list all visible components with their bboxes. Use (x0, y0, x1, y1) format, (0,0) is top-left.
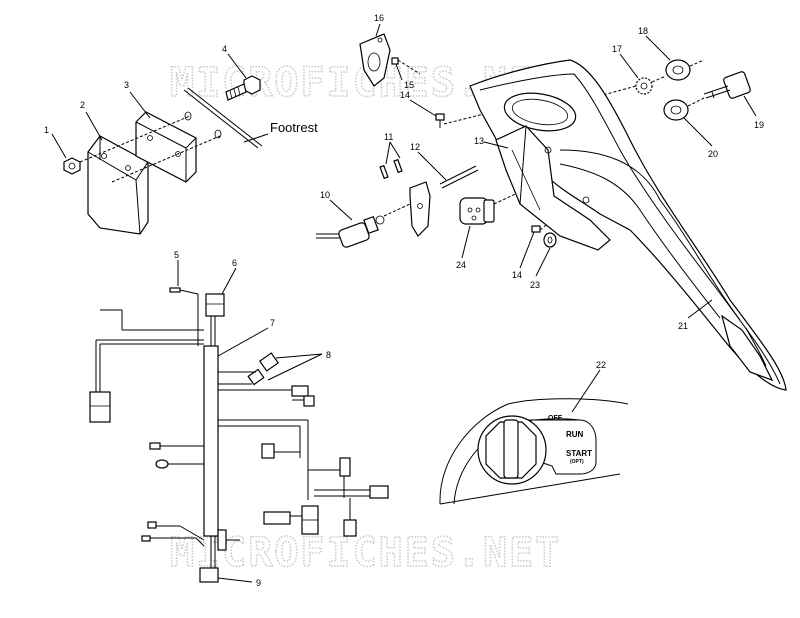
callout-1: 1 (44, 125, 49, 135)
callouts: 1 2 3 4 5 6 7 8 9 10 11 12 13 14 14 15 1… (44, 13, 764, 588)
switch-part-24 (459, 189, 525, 225)
lockwasher-part-17 (635, 77, 653, 95)
footrest-label: Footrest (270, 120, 318, 135)
callout-13: 13 (474, 136, 484, 146)
nut-part-18 (665, 59, 691, 81)
callout-24: 24 (456, 260, 466, 270)
left-connector (89, 391, 111, 423)
callout-22: 22 (596, 360, 606, 370)
callout-20: 20 (708, 149, 718, 159)
callout-12: 12 (410, 142, 420, 152)
callout-6: 6 (232, 258, 237, 268)
switch-off-label: OFF (548, 415, 563, 422)
wiring-harness (89, 287, 389, 583)
callout-23: 23 (530, 280, 540, 290)
callout-7: 7 (270, 318, 275, 328)
screw-part-15 (391, 57, 399, 65)
lever-part-11 (409, 181, 431, 237)
callout-17: 17 (612, 44, 622, 54)
callout-5: 5 (174, 250, 179, 260)
callout-19: 19 (754, 120, 764, 130)
switch-components (316, 33, 751, 248)
panel-part-13 (495, 125, 611, 251)
connector-part-6 (205, 293, 225, 317)
harness-part-7 (203, 345, 219, 537)
callout-10: 10 (320, 190, 330, 200)
ring-part-20 (663, 99, 689, 121)
ignition-panel-part-22 (439, 398, 629, 505)
bracket-part-16 (359, 33, 391, 87)
washer-part-23 (543, 232, 557, 248)
switch-run-label: RUN (566, 430, 584, 439)
callout-11: 11 (384, 132, 393, 142)
callout-9: 9 (256, 578, 261, 588)
screw-part-14a (435, 109, 501, 128)
callout-14a: 14 (400, 90, 410, 100)
callout-18: 18 (638, 26, 648, 36)
callout-4: 4 (222, 44, 227, 54)
connector-part-8b (291, 385, 309, 397)
switch-start-label: START (566, 449, 592, 458)
callout-3: 3 (124, 80, 129, 90)
terminal-part-5 (169, 287, 181, 293)
callout-21: 21 (678, 321, 688, 331)
watermark-bottom: MICROFICHES.NET (170, 530, 561, 576)
callout-2: 2 (80, 100, 85, 110)
leader-lines (51, 23, 757, 583)
switch-opt-label: (OPT) (570, 459, 584, 465)
callout-8: 8 (326, 350, 331, 360)
callout-14b: 14 (512, 270, 522, 280)
connector-part-8a (258, 352, 280, 372)
key-part-19 (703, 71, 751, 99)
fender-part-21 (469, 59, 787, 391)
connector-part-9 (199, 567, 219, 583)
callout-15: 15 (404, 80, 414, 90)
callout-16: 16 (374, 13, 384, 23)
nut-part-1 (63, 157, 81, 175)
